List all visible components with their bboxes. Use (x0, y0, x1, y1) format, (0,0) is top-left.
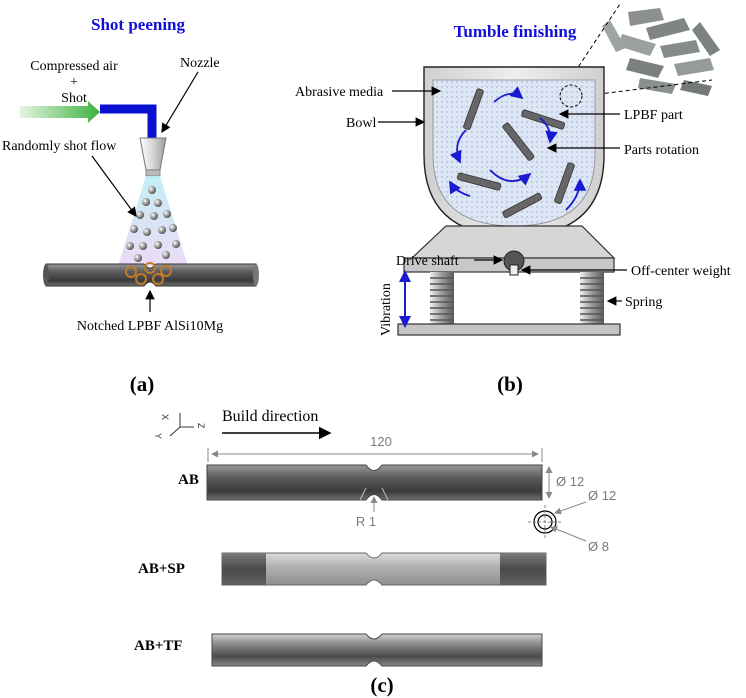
shot-label: Shot (61, 91, 87, 106)
panel-b-label: (b) (497, 372, 523, 396)
random-flow-label: Randomly shot flow (2, 139, 117, 154)
air-flow-arrow (20, 101, 100, 123)
nozzle (139, 137, 167, 171)
spring-left (430, 272, 454, 324)
vibration-label: Vibration (379, 283, 394, 336)
spring-right (580, 272, 604, 324)
build-direction-label: Build direction (222, 408, 318, 425)
abrasive-media-inset (602, 8, 720, 96)
spray-cone (118, 176, 188, 266)
panel-b-title: Tumble finishing (454, 22, 577, 41)
nozzle-leader (161, 71, 199, 134)
row-label-ab-sp: AB+SP (138, 561, 185, 577)
lpbf-parts (457, 88, 575, 219)
panel-c-label: (c) (370, 673, 393, 697)
shot-particles (126, 186, 180, 262)
rotation-arrows (449, 86, 587, 211)
vibration-arrow (399, 270, 411, 328)
drive-shaft-label: Drive shaft (396, 254, 459, 269)
row-label-ab-tf: AB+TF (134, 638, 183, 654)
axis-y-label: Y (153, 433, 163, 439)
radius-label: R 1 (356, 514, 376, 529)
notched-rod (43, 262, 259, 287)
bowl-label: Bowl (346, 116, 376, 131)
rod-ab-sp (221, 552, 547, 586)
random-flow-leader (91, 155, 137, 217)
notched-label: Notched LPBF AlSi10Mg (77, 319, 223, 334)
abrasive-media-label: Abrasive media (295, 85, 384, 100)
rod-ab-tf (211, 633, 543, 667)
axis-triad: X Z Y (153, 413, 206, 439)
off-center-weight (509, 264, 519, 276)
off-center-label: Off-center weight (631, 264, 731, 279)
spring-label: Spring (625, 295, 662, 310)
cross-section (528, 505, 562, 539)
base-plate (397, 323, 621, 336)
diameter-label: Ø 12 (556, 474, 584, 489)
panel-c: X Z Y Build direction 120 AB Ø 12 R 1 (134, 408, 616, 697)
panel-a-title: Shot peening (91, 15, 185, 34)
section-outer-label: Ø 12 (588, 488, 616, 503)
supply-pipe (100, 104, 157, 138)
panel-a: Shot peening Compressed air + Shot Nozzl… (2, 15, 259, 396)
rod-ab (206, 464, 543, 501)
axis-z-label: Z (196, 423, 206, 429)
section-inner-label: Ø 8 (588, 539, 609, 554)
nozzle-label: Nozzle (180, 56, 220, 71)
length-label: 120 (370, 434, 392, 449)
parts-rotation-label: Parts rotation (624, 143, 699, 158)
row-label-ab: AB (178, 472, 199, 488)
panel-b: Tumble finishing (295, 3, 731, 396)
axis-x-label: X (160, 414, 170, 420)
panel-a-label: (a) (130, 372, 155, 396)
plus-label: + (70, 75, 78, 90)
lpbf-part-label: LPBF part (624, 108, 683, 123)
compressed-air-label: Compressed air (30, 59, 118, 74)
